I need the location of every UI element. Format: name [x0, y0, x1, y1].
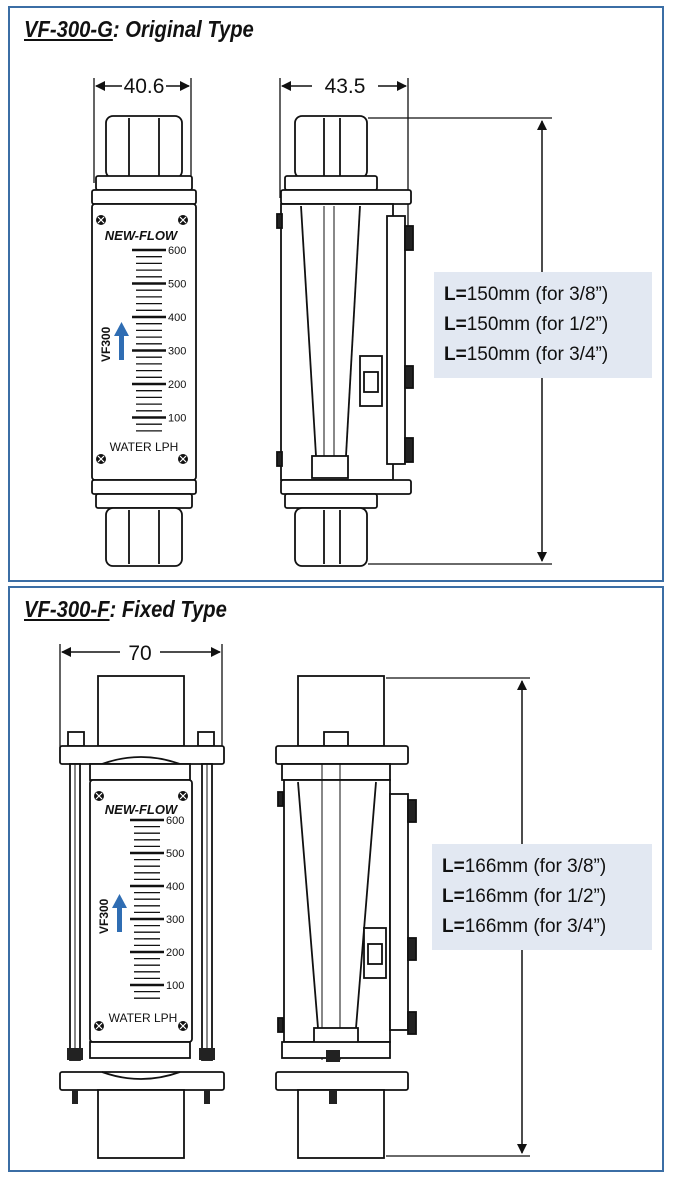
type-name: : Original Type	[112, 16, 254, 42]
type-name: : Fixed Type	[109, 596, 227, 622]
panel-title: VF-300-F: Fixed Type	[24, 596, 227, 623]
scale-model-label: VF300	[99, 326, 113, 362]
flow-scale: 600 500 400 300 200 100	[132, 245, 186, 432]
tick-label: 500	[168, 279, 186, 291]
tick-label: 200	[166, 947, 184, 959]
panel-original-type: VF-300-G: Original Type 40.6	[8, 6, 664, 582]
tick-label: 400	[168, 312, 186, 324]
tick-label: 100	[166, 980, 184, 992]
unit-label: WATER LPH	[110, 440, 179, 454]
tick-label: 100	[168, 413, 186, 425]
length-spec-row: L=150mm (for 1/2”)	[444, 314, 609, 335]
side-width-dimension: 43.5	[279, 75, 409, 238]
nut-icon	[326, 1050, 340, 1104]
panel-fixed-type: VF-300-F: Fixed Type 70	[8, 586, 664, 1172]
flow-direction-arrow-icon	[114, 322, 129, 360]
front-width-dimension: 40.6	[93, 75, 192, 183]
brand-logo: NEW-FLOW	[105, 802, 179, 817]
length-spec-row: L=166mm (for 3/8”)	[442, 856, 607, 877]
model-code: VF-300-G	[24, 16, 113, 42]
flow-scale: 600 500 400 300 200 100	[130, 815, 184, 999]
front-width-dimension: 70	[59, 642, 223, 748]
flow-direction-arrow-icon	[112, 894, 127, 932]
scale-model-label: VF300	[97, 898, 111, 934]
flowmeter-side-view	[275, 675, 417, 1159]
fixed-type-drawing: 70	[59, 642, 530, 1159]
tick-label: 600	[166, 815, 184, 827]
tick-label: 500	[166, 848, 184, 860]
length-spec-row: L=166mm (for 1/2”)	[442, 886, 607, 907]
tick-label: 600	[168, 245, 186, 257]
length-spec-row: L=150mm (for 3/4”)	[444, 344, 609, 365]
panel-title: VF-300-G: Original Type	[24, 16, 254, 43]
nut-icon	[67, 1048, 215, 1104]
length-spec-box: L=166mm (for 3/8”) L=166mm (for 1/2”) L=…	[432, 844, 652, 950]
front-width-label: 40.6	[124, 75, 165, 98]
flowmeter-side-view	[276, 115, 414, 567]
tick-label: 400	[166, 881, 184, 893]
tick-label: 300	[166, 914, 184, 926]
tick-label: 300	[168, 346, 186, 358]
flowmeter-front-view	[91, 115, 197, 567]
tick-label: 200	[168, 379, 186, 391]
flowmeter-front-view	[59, 675, 225, 1159]
model-code: VF-300-F	[24, 596, 110, 622]
front-width-label: 70	[128, 642, 151, 665]
length-spec-row: L=150mm (for 3/8”)	[444, 284, 609, 305]
side-width-label: 43.5	[325, 75, 366, 98]
unit-label: WATER LPH	[109, 1011, 178, 1025]
original-type-drawing: 40.6	[91, 75, 552, 567]
length-spec-row: L=166mm (for 3/4”)	[442, 916, 607, 937]
length-spec-box: L=150mm (for 3/8”) L=150mm (for 1/2”) L=…	[434, 272, 652, 378]
brand-logo: NEW-FLOW	[105, 228, 179, 243]
